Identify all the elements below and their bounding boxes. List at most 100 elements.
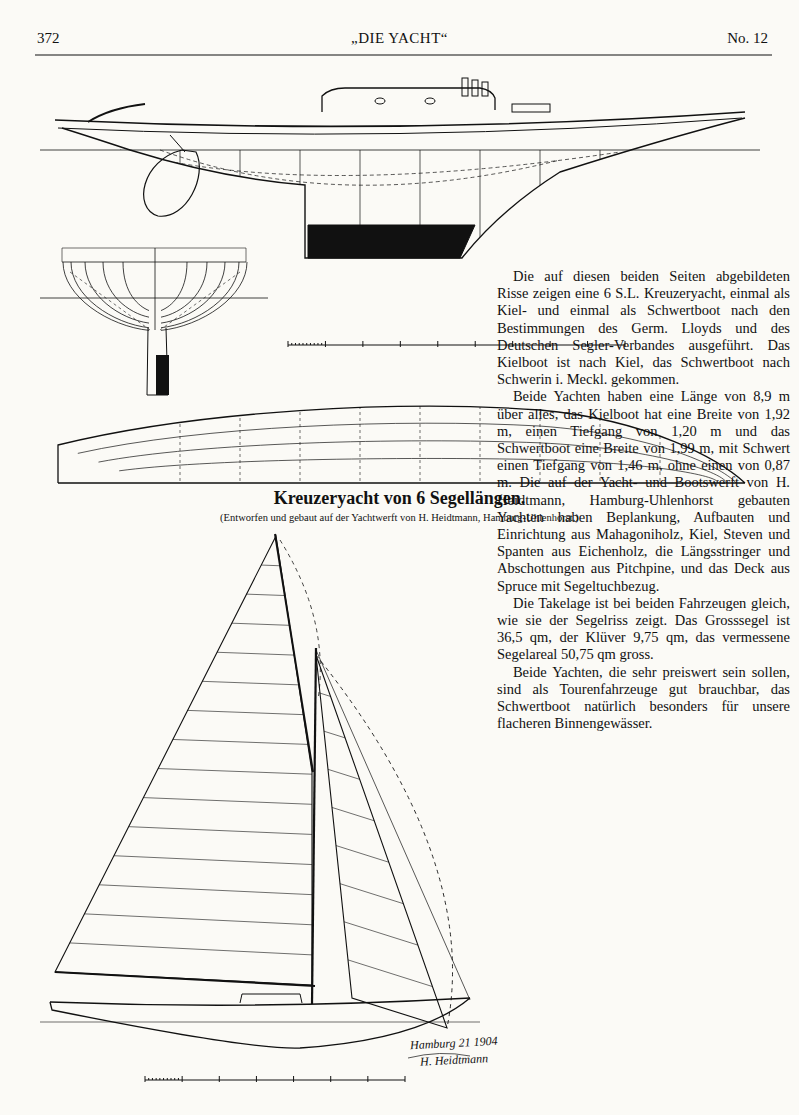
body-paragraph: Die auf diesen beiden Seiten abgebildete… xyxy=(497,268,790,388)
scale-subtick xyxy=(167,1078,168,1080)
sail-waterline xyxy=(40,1022,480,1023)
section-curve xyxy=(85,262,149,323)
text-column: Die auf diesen beiden Seiten abgebildete… xyxy=(497,268,790,732)
scale-subtick xyxy=(171,1078,172,1080)
diagonal xyxy=(70,272,240,330)
station-line xyxy=(300,400,301,483)
scale-subtick xyxy=(302,343,303,345)
station-line xyxy=(660,150,661,260)
station-line xyxy=(180,400,181,483)
scale-subtick xyxy=(174,1078,175,1080)
station-line xyxy=(240,150,241,260)
scale-tick xyxy=(362,341,363,347)
scale-subtick xyxy=(317,343,318,345)
figure-title: Kreuzeryacht von 6 Segellängen. xyxy=(0,488,799,509)
stations xyxy=(120,150,660,260)
figure-caption: (Entworfen und gebaut auf der Yachtwerft… xyxy=(0,512,799,523)
mainsail xyxy=(55,536,312,985)
lead-keel xyxy=(308,225,475,258)
body-paragraph: Beide Yachten, die sehr preiswert sein s… xyxy=(497,664,790,733)
scale-subtick xyxy=(306,343,307,345)
scale-subtick xyxy=(314,343,315,345)
scale-tick xyxy=(325,341,326,347)
scale-ticks xyxy=(145,1076,405,1082)
mainsail-seam xyxy=(202,681,298,685)
section-curve xyxy=(161,262,247,330)
hull-underwater xyxy=(62,118,745,258)
signature: H. Heidtmann xyxy=(420,1051,489,1070)
mainsail-seam xyxy=(114,856,312,865)
body-lead xyxy=(156,355,169,395)
section-curve xyxy=(71,262,149,328)
mainsail-seam xyxy=(99,885,312,895)
scale-bar xyxy=(145,1080,405,1081)
cabin-top xyxy=(322,88,495,112)
mainsail-seam xyxy=(232,623,290,625)
jib-seam xyxy=(320,693,331,696)
section-curve xyxy=(63,262,149,330)
scale-tick xyxy=(405,1076,406,1082)
scale-subtick xyxy=(152,1078,153,1080)
scale-tick xyxy=(219,1076,220,1082)
scale-subtick xyxy=(310,343,311,345)
vent xyxy=(482,82,488,96)
forestay xyxy=(316,650,470,1000)
mast xyxy=(312,648,316,1004)
header-rule xyxy=(35,54,772,55)
tiller xyxy=(88,104,145,122)
station-line xyxy=(300,150,301,260)
jib-seam xyxy=(328,769,360,779)
scale-tick xyxy=(145,1076,146,1082)
balloon-jib xyxy=(316,655,453,1028)
body-sections xyxy=(63,262,247,330)
station-line xyxy=(480,400,481,483)
station-line xyxy=(480,150,481,260)
section-curve xyxy=(161,262,207,317)
scale-subtick xyxy=(291,343,292,345)
mainsail-seam xyxy=(158,769,312,775)
section-curve xyxy=(161,262,225,323)
mainsail-seam xyxy=(143,798,312,805)
scale-subtick xyxy=(156,1078,157,1080)
mainsail-seam xyxy=(129,827,312,835)
body-centerline xyxy=(155,248,156,330)
station-line xyxy=(360,400,361,483)
scale-tick xyxy=(437,341,438,347)
porthole xyxy=(375,98,385,104)
mainsail-seam xyxy=(70,943,312,955)
station-line xyxy=(180,150,181,260)
scale-subtick xyxy=(178,1078,179,1080)
station-line xyxy=(600,150,601,260)
body-deckline xyxy=(62,262,246,263)
body-waterline xyxy=(40,298,268,299)
body-frame xyxy=(62,248,246,262)
body-paragraph: Die Takelage ist bei beiden Fahrzeugen g… xyxy=(497,595,790,664)
topsail-outline xyxy=(280,540,320,700)
mainsail-seam xyxy=(84,914,312,925)
rudder xyxy=(144,150,200,216)
buttock-line xyxy=(120,150,620,176)
mainsail-seam xyxy=(247,594,286,595)
waterline xyxy=(40,150,760,151)
fore-hatch xyxy=(512,104,550,112)
section-curve xyxy=(161,262,239,328)
sail-cabin xyxy=(240,994,302,1003)
station-line xyxy=(420,400,421,483)
scale-subtick xyxy=(299,343,300,345)
scale-tick xyxy=(475,341,476,347)
mainsail-seam xyxy=(188,710,304,714)
scale-tick xyxy=(288,341,289,347)
issue-number: No. 12 xyxy=(668,30,768,47)
sail-hull-bottom xyxy=(50,998,470,1048)
station-line xyxy=(540,150,541,260)
scale-subtick xyxy=(159,1078,160,1080)
scale-tick xyxy=(182,1076,183,1082)
sail-hull-sheer xyxy=(50,998,470,1005)
section-curve xyxy=(161,262,187,311)
section-curve xyxy=(123,262,149,311)
station-line xyxy=(240,400,241,483)
station-line xyxy=(420,150,421,260)
mainsail-seam xyxy=(217,652,294,655)
mainsail-seam xyxy=(173,739,308,744)
